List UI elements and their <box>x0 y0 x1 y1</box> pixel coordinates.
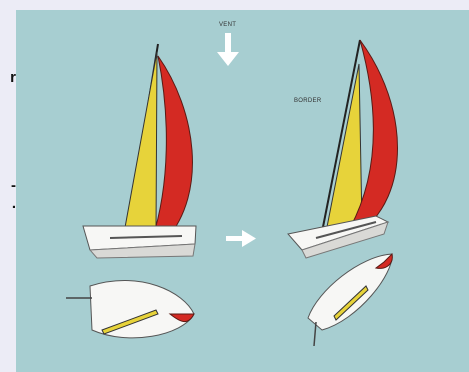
down-arrow-icon <box>217 33 239 66</box>
mainsail-left <box>124 52 157 233</box>
sailboat-top-right <box>308 254 392 346</box>
mainsail-right <box>326 64 362 232</box>
right-arrow-icon <box>226 230 256 247</box>
sailboat-side-right <box>288 40 398 258</box>
sailboat-top-left <box>66 281 194 338</box>
sailboat-side-left <box>83 44 196 258</box>
jib-left <box>152 56 192 240</box>
